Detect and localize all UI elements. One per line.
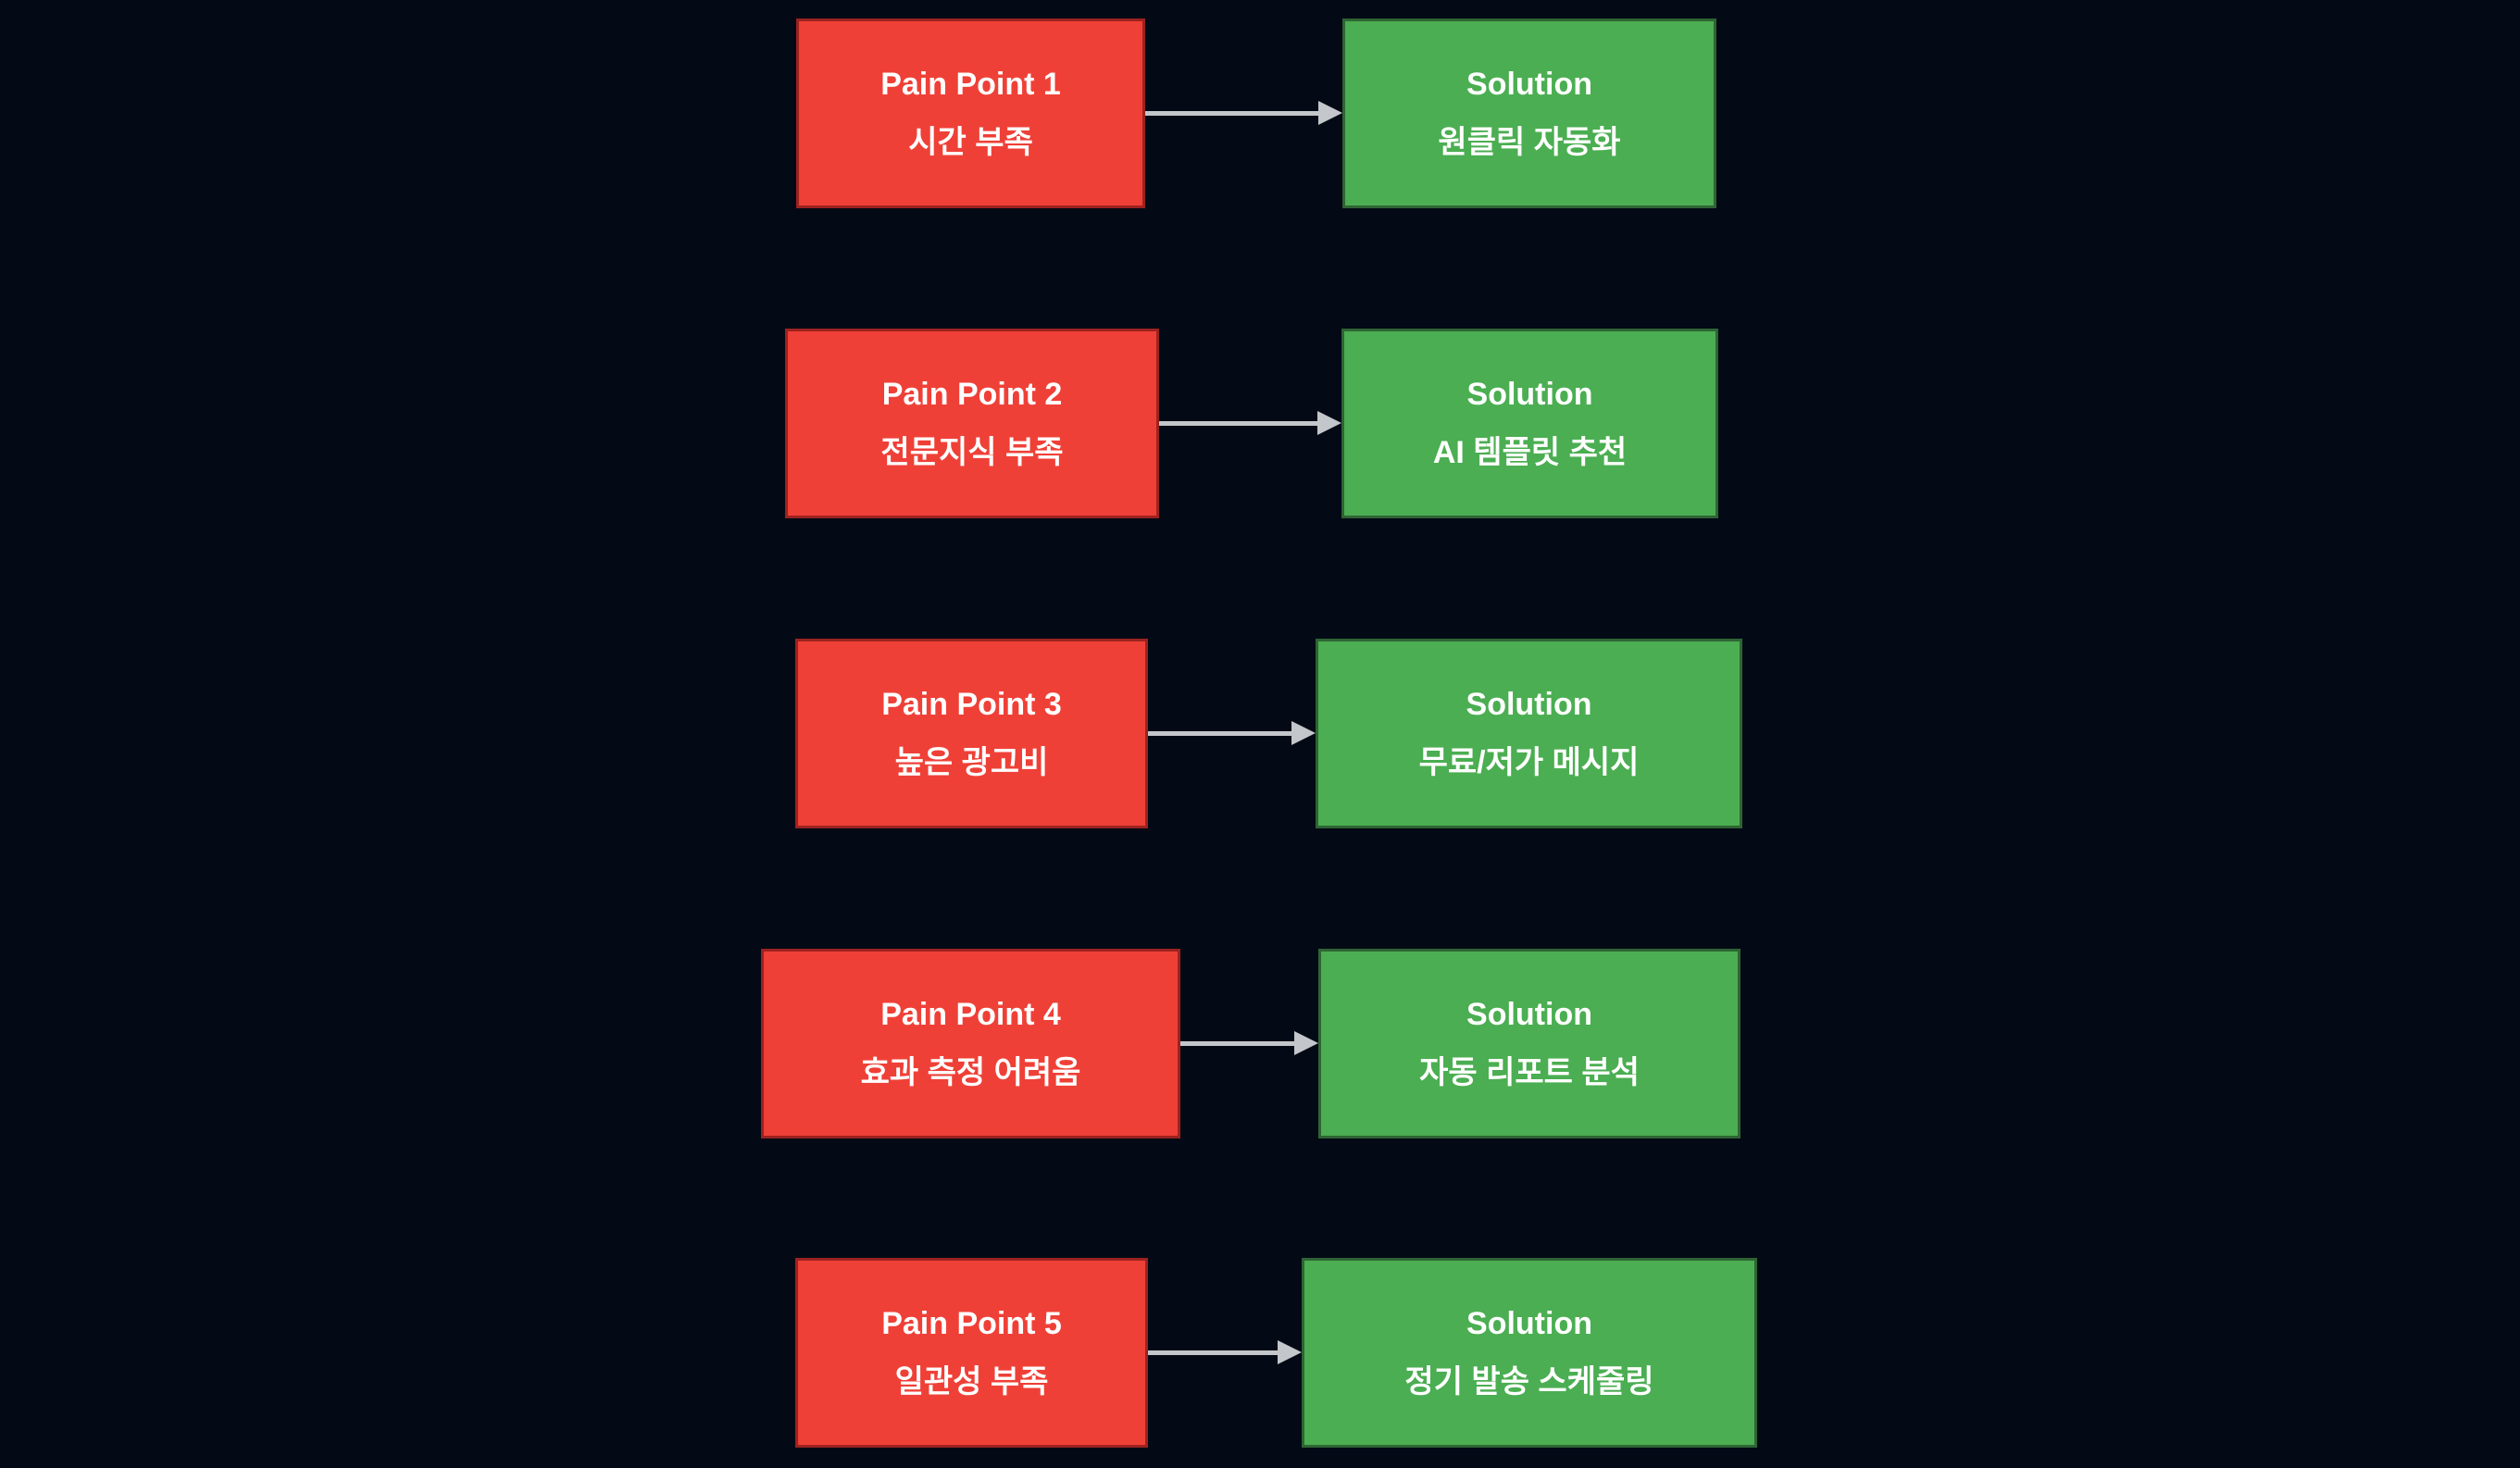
pain-point-title: Pain Point 1 xyxy=(880,66,1061,102)
pain-point-5-node: Pain Point 5 일관성 부족 xyxy=(795,1258,1148,1448)
solution-title: Solution xyxy=(1466,686,1592,722)
solution-subtitle: AI 템플릿 추천 xyxy=(1432,434,1628,470)
arrow-connector xyxy=(1159,411,1341,435)
pain-point-subtitle: 일관성 부족 xyxy=(894,1363,1049,1400)
pain-point-4-node: Pain Point 4 효과 측정 어려움 xyxy=(761,949,1180,1138)
arrowhead-icon xyxy=(1318,101,1342,125)
pain-point-3-node: Pain Point 3 높은 광고비 xyxy=(795,639,1148,828)
arrow-line xyxy=(1148,1350,1281,1355)
solution-title: Solution xyxy=(1466,996,1592,1032)
arrow-connector xyxy=(1180,1031,1318,1055)
pain-point-subtitle: 높은 광고비 xyxy=(894,744,1049,780)
solution-subtitle: 정기 발송 스케줄링 xyxy=(1404,1363,1654,1400)
pain-point-1-node: Pain Point 1 시간 부족 xyxy=(796,19,1145,208)
solution-1-node: Solution 원클릭 자동화 xyxy=(1342,19,1716,208)
solution-title: Solution xyxy=(1466,376,1593,412)
solution-5-node: Solution 정기 발송 스케줄링 xyxy=(1302,1258,1757,1448)
solution-subtitle: 무료/저가 메시지 xyxy=(1418,744,1640,780)
arrowhead-icon xyxy=(1278,1340,1302,1364)
solution-4-node: Solution 자동 리포트 분석 xyxy=(1318,949,1740,1138)
pain-point-2-node: Pain Point 2 전문지식 부족 xyxy=(785,329,1159,518)
arrowhead-icon xyxy=(1291,721,1316,745)
pain-point-subtitle: 효과 측정 어려움 xyxy=(860,1054,1081,1090)
solution-3-node: Solution 무료/저가 메시지 xyxy=(1316,639,1742,828)
arrow-line xyxy=(1159,421,1321,426)
solution-subtitle: 자동 리포트 분석 xyxy=(1419,1054,1640,1090)
pain-point-subtitle: 전문지식 부족 xyxy=(880,434,1064,470)
solution-title: Solution xyxy=(1466,66,1592,102)
arrowhead-icon xyxy=(1317,411,1341,435)
pain-point-title: Pain Point 5 xyxy=(881,1305,1062,1341)
arrow-connector xyxy=(1148,721,1316,745)
arrow-line xyxy=(1180,1041,1298,1046)
pain-point-title: Pain Point 3 xyxy=(881,686,1062,722)
pain-point-title: Pain Point 2 xyxy=(881,376,1063,412)
arrow-connector xyxy=(1148,1340,1302,1364)
arrow-line xyxy=(1145,111,1322,116)
pain-point-title: Pain Point 4 xyxy=(880,996,1061,1032)
solution-title: Solution xyxy=(1466,1305,1592,1341)
pain-point-subtitle: 시간 부족 xyxy=(908,124,1033,160)
arrow-connector xyxy=(1145,101,1342,125)
arrow-line xyxy=(1148,731,1295,736)
solution-2-node: Solution AI 템플릿 추천 xyxy=(1341,329,1718,518)
solution-subtitle: 원클릭 자동화 xyxy=(1438,124,1621,160)
arrowhead-icon xyxy=(1294,1031,1318,1055)
